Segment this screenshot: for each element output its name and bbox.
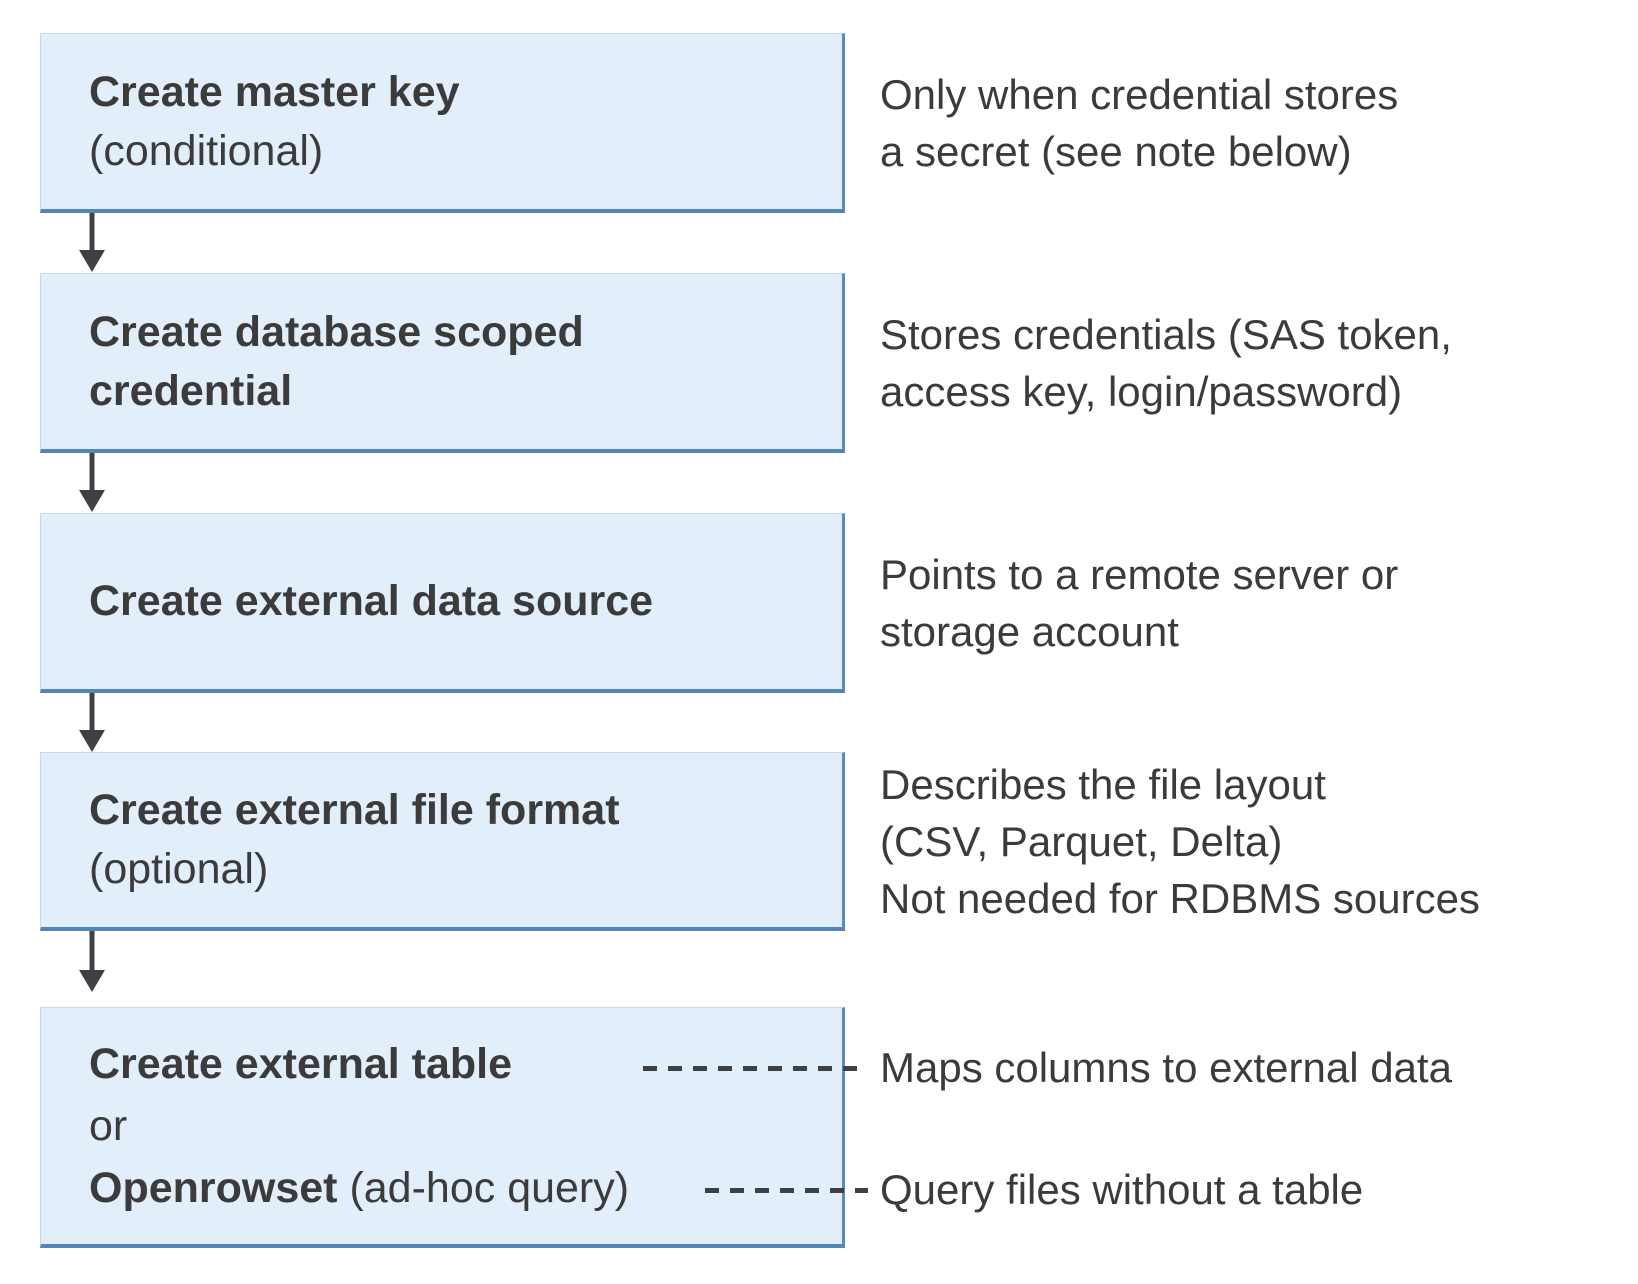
step-box-create-external-file-format: Create external file format (optional) <box>40 752 845 931</box>
note-line: Points to a remote server or <box>880 551 1399 598</box>
step-title: Create database scoped <box>89 307 584 356</box>
note-line: Describes the file layout <box>880 761 1326 808</box>
dashed-connector <box>705 1188 868 1193</box>
dashed-connector <box>643 1066 868 1071</box>
note-openrowset: Query files without a table <box>880 1161 1363 1218</box>
down-arrow-icon <box>78 693 106 753</box>
note-line: storage account <box>880 608 1179 655</box>
note-line: Maps columns to external data <box>880 1044 1452 1091</box>
step-title: credential <box>89 366 293 415</box>
step-qualifier: (conditional) <box>89 126 324 175</box>
down-arrow-icon <box>78 931 106 993</box>
step-option2: Openrowset (ad-hoc query) <box>89 1157 842 1219</box>
note-file-format: Describes the file layout (CSV, Parquet,… <box>880 752 1480 931</box>
note-line: Query files without a table <box>880 1166 1364 1213</box>
note-line: a secret (see note below) <box>880 128 1352 175</box>
step-title: Create master key <box>89 67 460 116</box>
note-line: Stores credentials (SAS token, <box>880 311 1452 358</box>
step-qualifier: (ad-hoc query) <box>337 1164 630 1212</box>
step-box-create-database-scoped-credential: Create database scoped credential <box>40 273 845 453</box>
note-line: Only when credential stores <box>880 71 1399 118</box>
step-title: Create external data source <box>89 577 654 625</box>
step-or-word: or <box>89 1102 128 1150</box>
step-box-create-master-key: Create master key (conditional) <box>40 33 845 213</box>
step-qualifier: (optional) <box>89 845 269 893</box>
step-title: Create external table <box>89 1040 513 1088</box>
note-credential: Stores credentials (SAS token, access ke… <box>880 273 1452 453</box>
note-line: access key, login/password) <box>880 368 1403 415</box>
down-arrow-icon <box>78 213 106 273</box>
down-arrow-icon <box>78 453 106 513</box>
step-title: Create external file format <box>89 786 620 834</box>
note-line: (CSV, Parquet, Delta) <box>880 818 1283 865</box>
note-line: Not needed for RDBMS sources <box>880 875 1480 922</box>
step-title: Openrowset <box>89 1164 338 1212</box>
note-external-table: Maps columns to external data <box>880 1039 1452 1096</box>
note-master-key: Only when credential stores a secret (se… <box>880 33 1398 213</box>
step-box-create-external-table-or-openrowset: Create external table or Openrowset (ad-… <box>40 1007 845 1248</box>
note-data-source: Points to a remote server or storage acc… <box>880 513 1398 693</box>
step-box-create-external-data-source: Create external data source <box>40 513 845 693</box>
